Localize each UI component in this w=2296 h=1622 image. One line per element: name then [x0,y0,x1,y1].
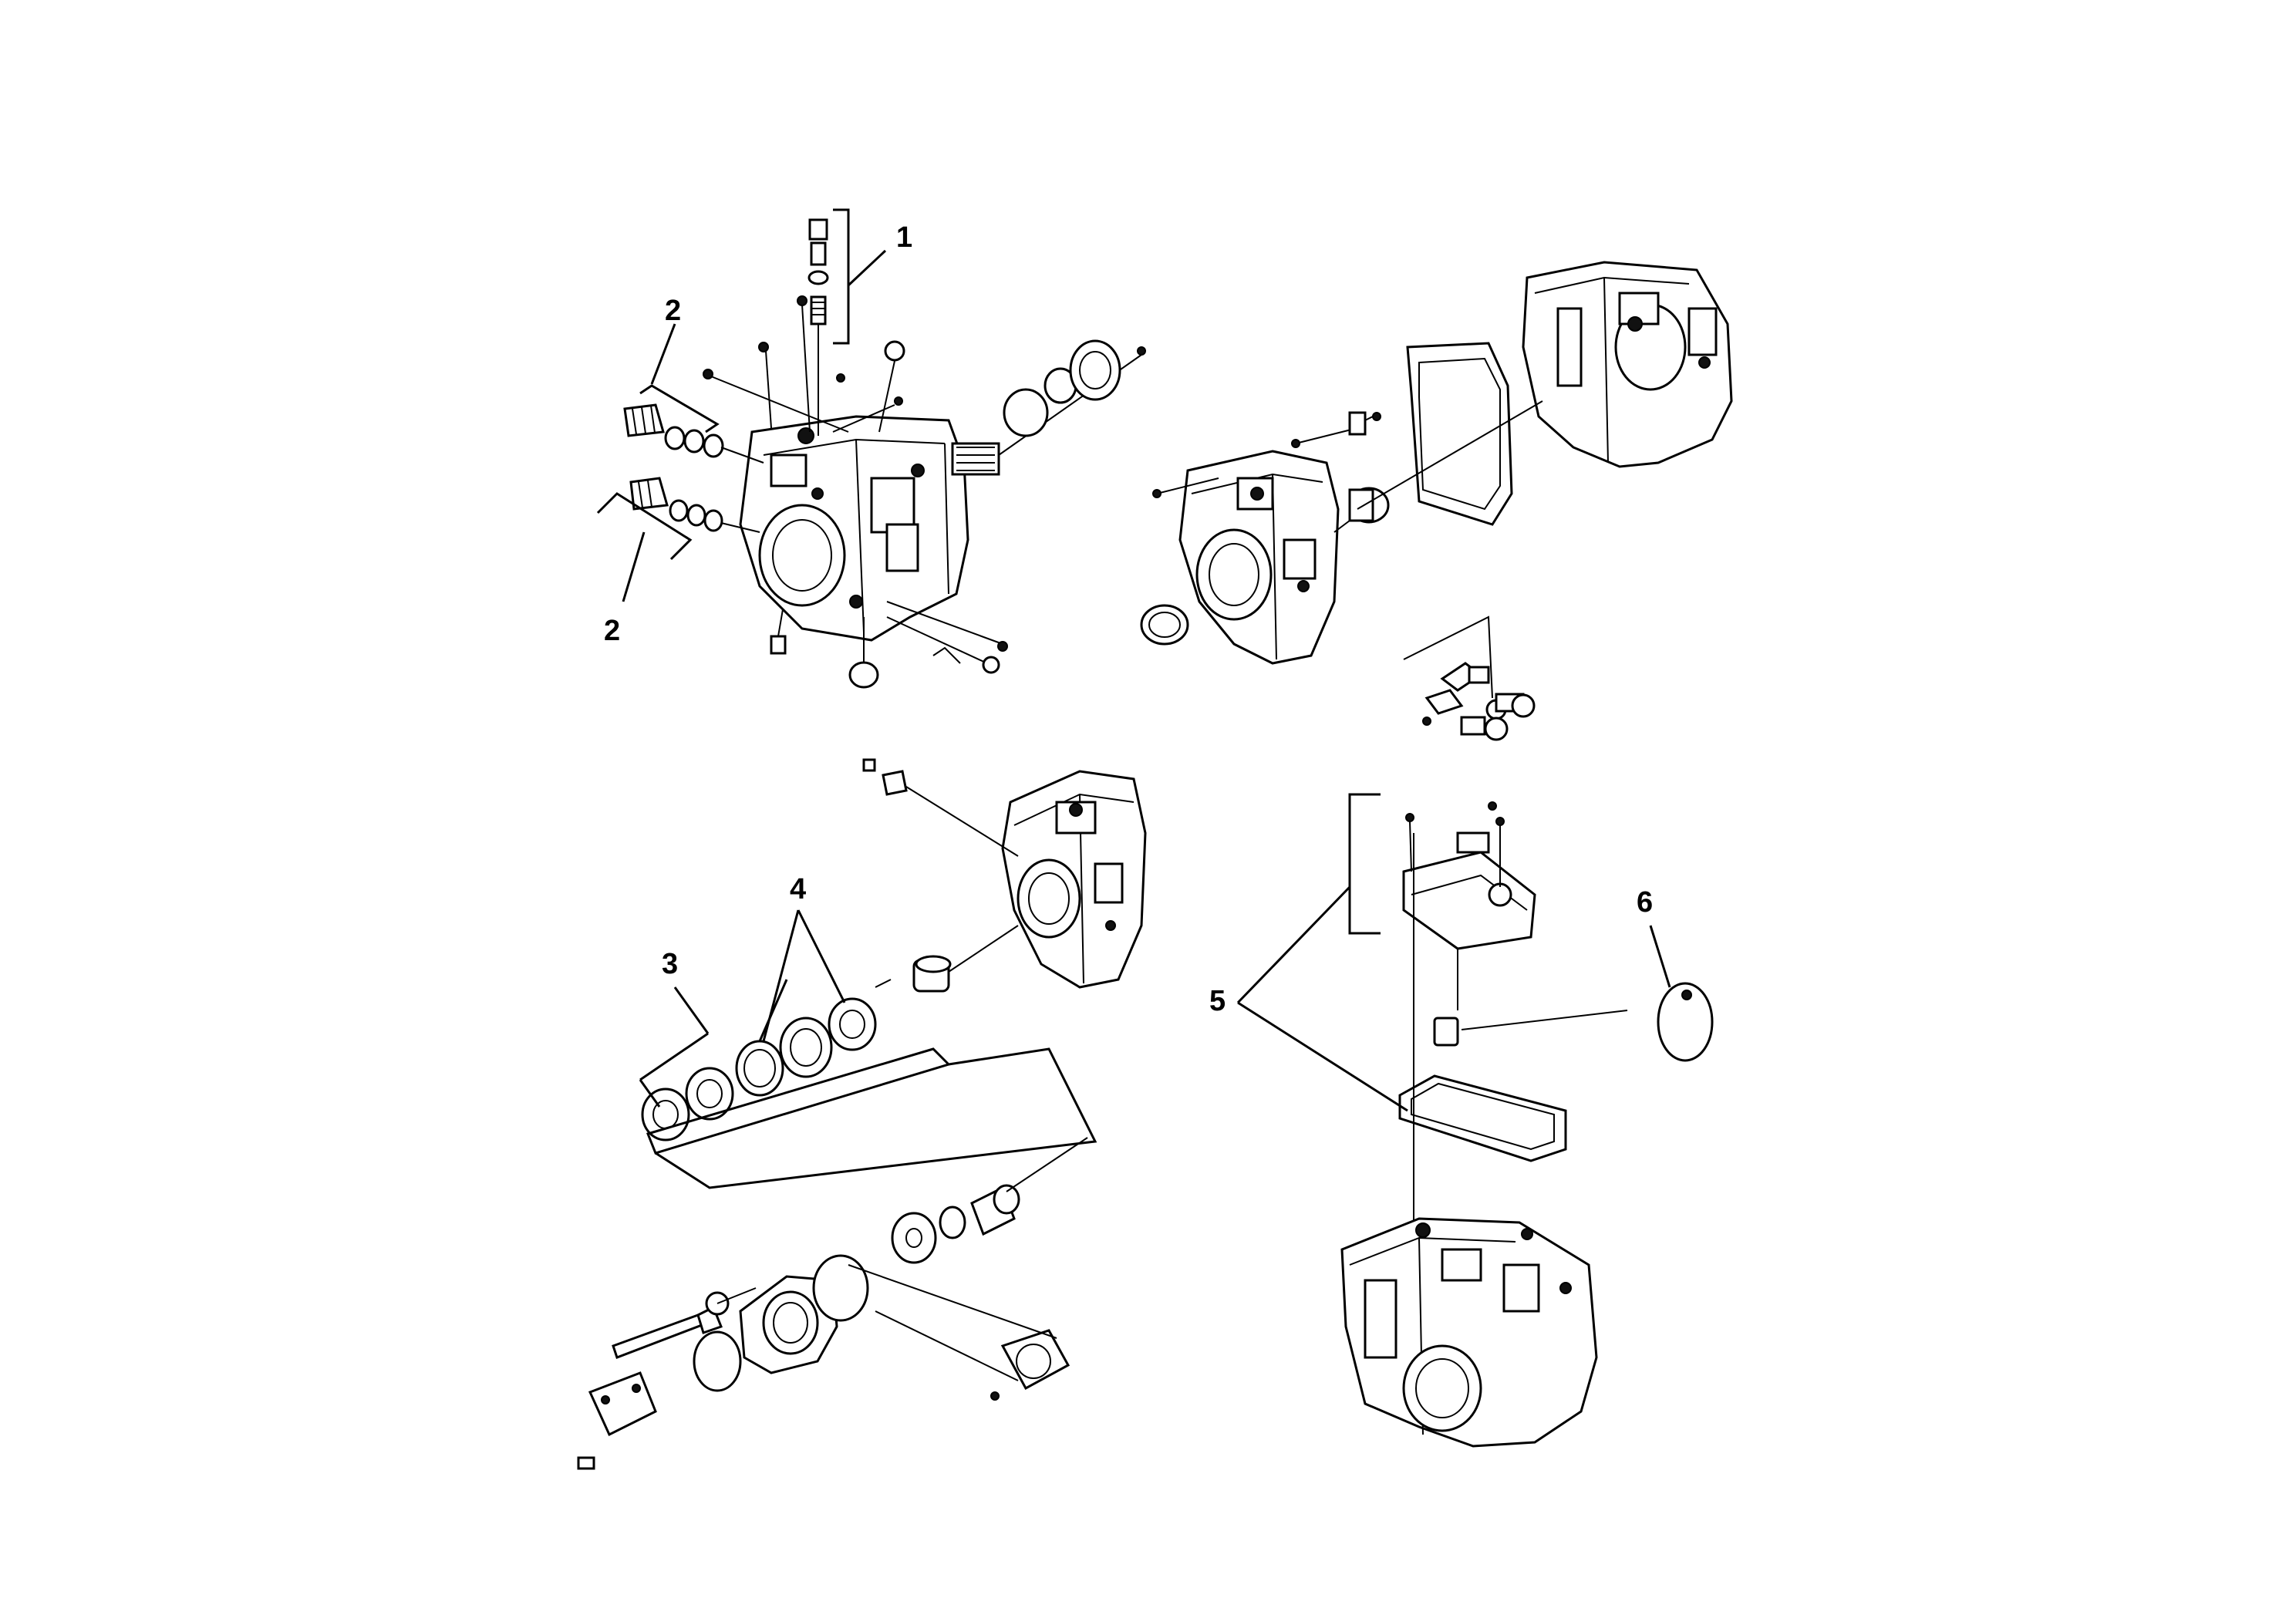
callout-1: 1 [896,221,912,254]
housing-bearing-stack [639,758,1147,1189]
callout-6: 6 [1637,886,1653,919]
pump-assembly-upper-right [1140,261,1733,741]
pump-housing-upper-left [596,208,1146,689]
cover-assembly-lower-left [577,1137,1088,1470]
relief-valve-lower [629,477,760,533]
callout-3: 3 [662,948,678,980]
callout-2-upper: 2 [665,295,681,327]
callout-2-lower: 2 [604,615,620,647]
callout-4: 4 [790,873,806,905]
relief-valve-upper [623,403,764,464]
housing-plate-lower-right [1236,793,1714,1448]
callout-5: 5 [1209,985,1226,1017]
